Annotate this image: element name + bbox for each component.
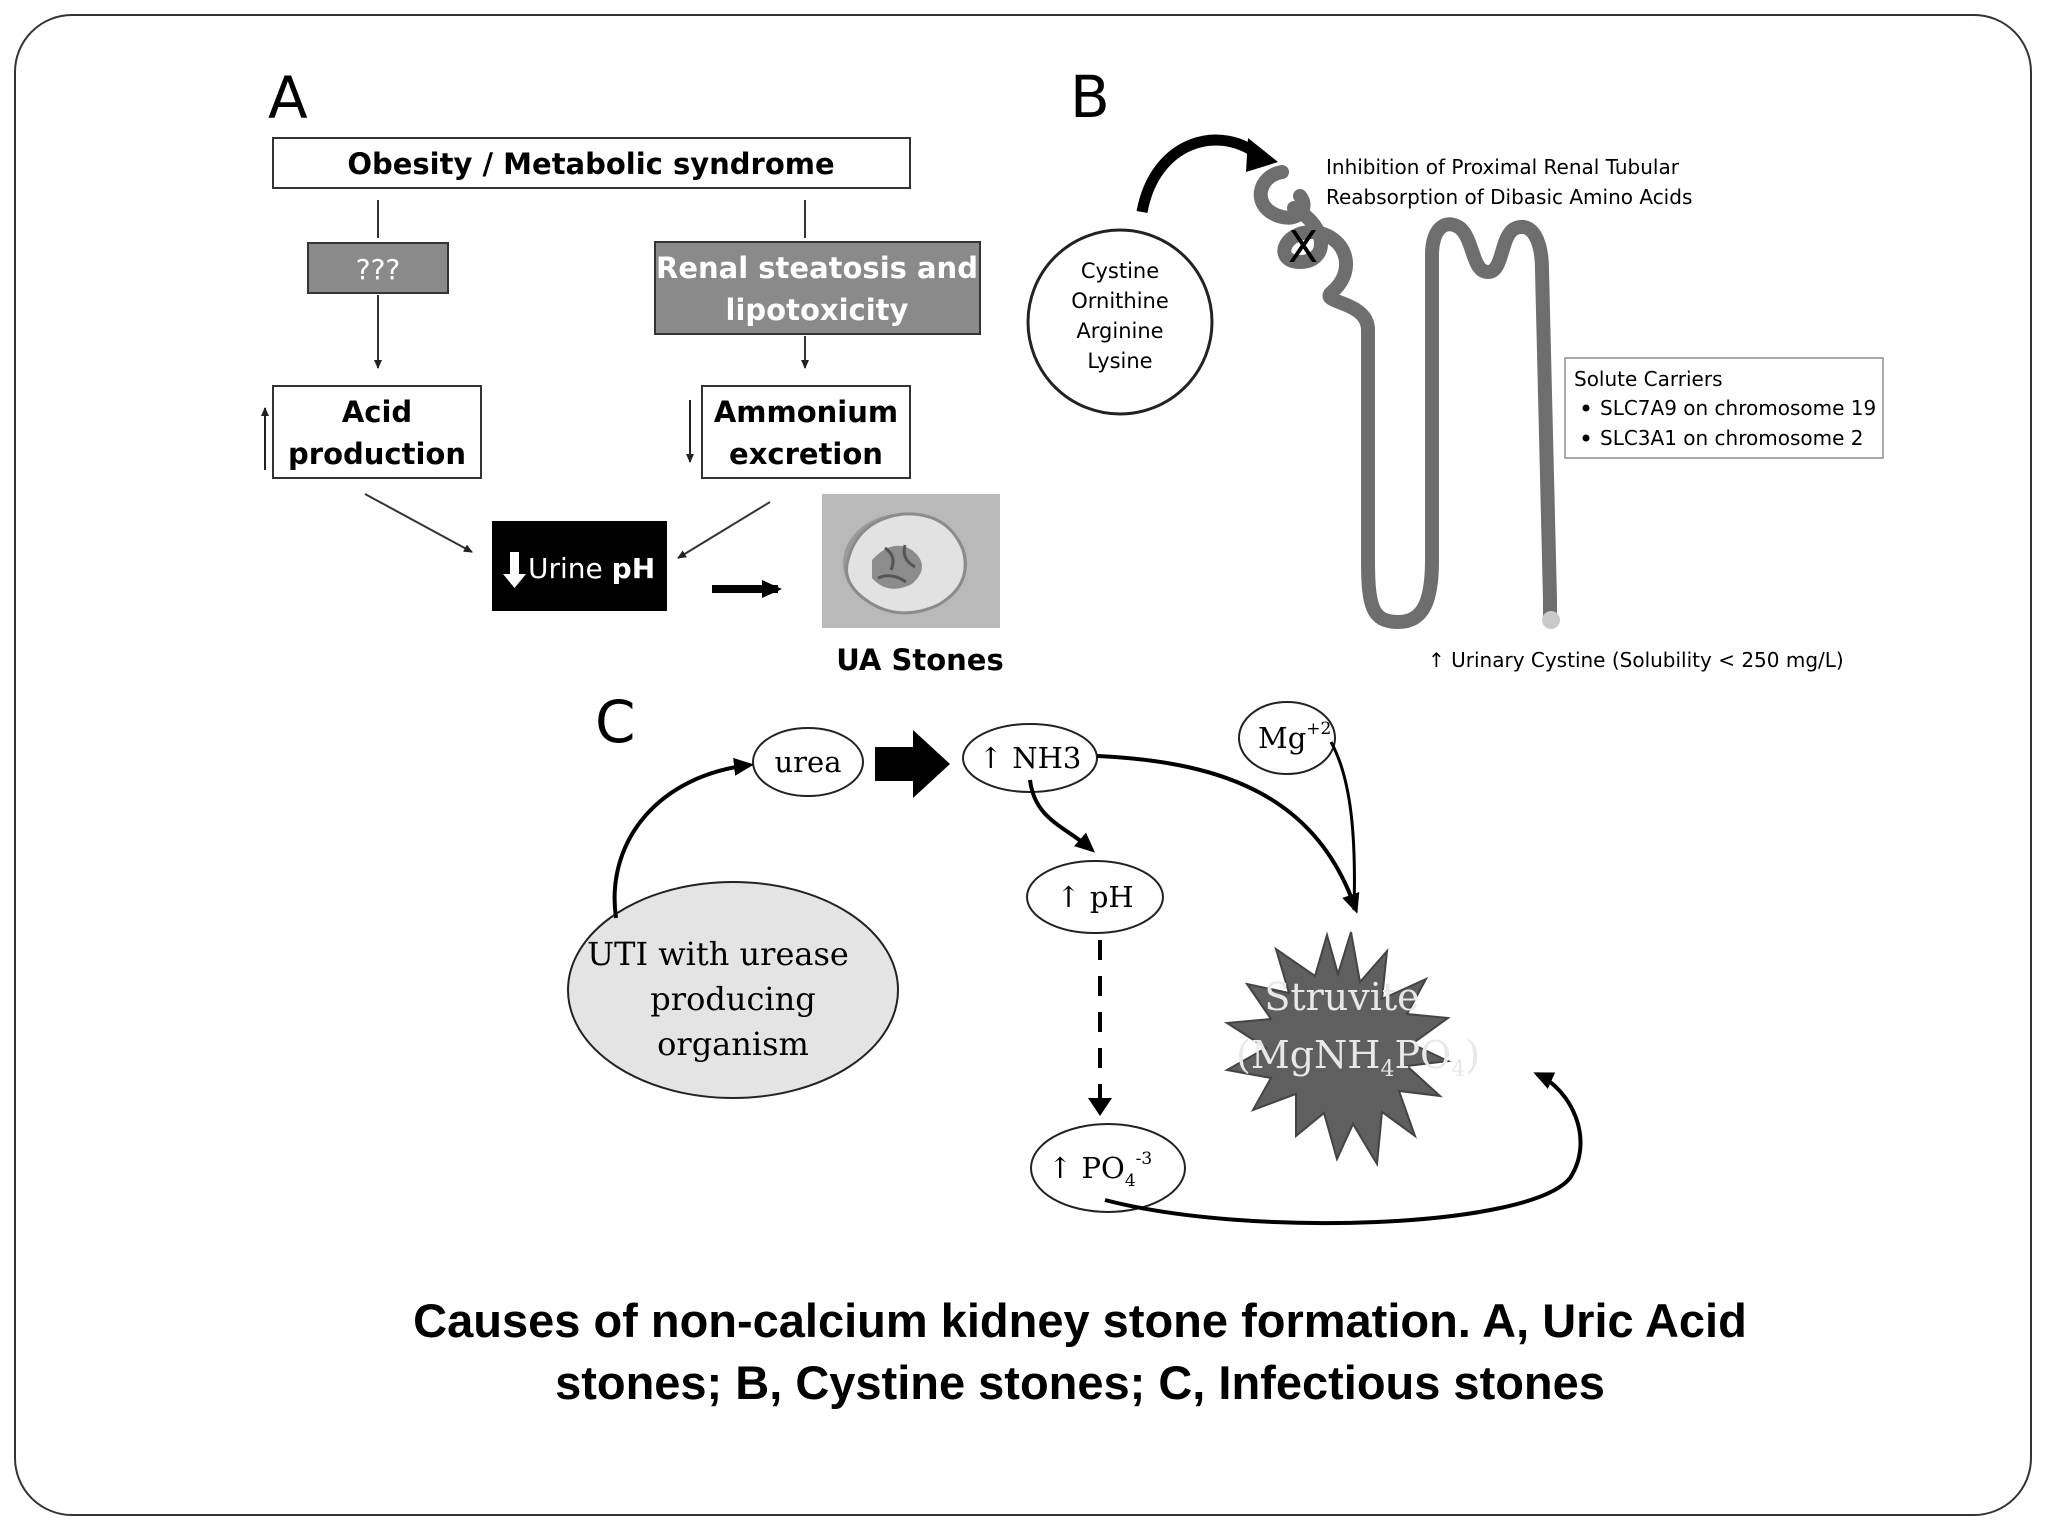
amino-acid-ornithine: Ornithine [1071, 289, 1169, 313]
po4-label: ↑ PO4-3 [1048, 1149, 1152, 1191]
panel-c-letter: C [595, 688, 636, 756]
panel-c: C urea ↑ NH3 Mg+2 ↑ pH ↑ PO4-3 UTI with … [567, 688, 1583, 1226]
down-arrow-icon [503, 552, 526, 588]
mg-node [1238, 701, 1336, 775]
po4-node [1030, 1123, 1186, 1213]
steatosis-box [654, 241, 981, 335]
amino-acid-arginine: Arginine [1076, 319, 1163, 343]
steatosis-label-line-2: lipotoxicity [726, 293, 909, 327]
mg-label: Mg+2 [1258, 719, 1331, 755]
inhibition-text-line-2: Reabsorption of Dibasic Amino Acids [1326, 185, 1692, 209]
bullet-icon [1582, 404, 1590, 412]
panel-a-letter: A [268, 64, 308, 132]
acid-label-line-1: Acid [342, 395, 412, 429]
arrow-line [677, 501, 771, 559]
caption-line-1: Causes of non-calcium kidney stone forma… [413, 1294, 1747, 1347]
ammonium-label-line-1: Ammonium [714, 395, 898, 429]
uti-label-line-1: UTI with urease [587, 935, 849, 973]
inhibition-x-mark: X [1288, 222, 1318, 273]
nh3-to-struvite-arrow [1096, 754, 1360, 914]
ph-label: ↑ pH [1056, 880, 1133, 914]
urinary-cystine-label: ↑ Urinary Cystine (Solubility < 250 mg/L… [1428, 648, 1844, 672]
uti-label-line-3: organism [657, 1025, 809, 1063]
panel-b: B Cystine Ornithine Arginine Lysine X In… [1026, 63, 1884, 672]
uti-label-line-2: producing [650, 980, 815, 1018]
panel-a: A Obesity / Metabolic syndrome ??? Renal… [261, 64, 1004, 677]
ph-node [1026, 860, 1164, 934]
bullet-icon [1582, 434, 1590, 442]
acid-production-box [272, 385, 482, 479]
bold-arrow [875, 730, 950, 798]
urine-ph-box [492, 521, 667, 611]
amino-acid-lysine: Lysine [1087, 349, 1152, 373]
uti-to-urea-arrow [612, 757, 754, 919]
obesity-box [272, 137, 911, 189]
obesity-box-label: Obesity / Metabolic syndrome [347, 147, 834, 181]
unknown-box-label: ??? [356, 253, 401, 286]
curved-arrow [1136, 134, 1266, 214]
figure-caption: Causes of non-calcium kidney stone forma… [260, 1290, 1900, 1414]
tubule-end-marker [1542, 611, 1560, 629]
acid-label-line-2: production [288, 437, 466, 471]
urine-ph-label: Urine pH [528, 552, 655, 585]
ammonium-excretion-box [701, 385, 911, 479]
urea-label: urea [775, 745, 842, 779]
mg-to-struvite-arrow [1329, 741, 1356, 911]
inhibition-text-line-1: Inhibition of Proximal Renal Tubular [1326, 155, 1680, 179]
caption-line-2: stones; B, Cystine stones; C, Infectious… [555, 1356, 1605, 1409]
ammonium-label-line-2: excretion [729, 437, 883, 471]
curved-arrow-head [1246, 138, 1278, 172]
steatosis-label-line-1: Renal steatosis and [656, 251, 978, 285]
amino-acid-cystine: Cystine [1081, 259, 1159, 283]
amino-acid-circle [1026, 228, 1214, 416]
nh3-label: ↑ NH3 [979, 741, 1082, 775]
ua-stones-label: UA Stones [836, 643, 1003, 677]
solute-carrier-item: SLC7A9 on chromosome 19 [1600, 396, 1876, 420]
nephron-tubule [1253, 165, 1557, 629]
panel-b-letter: B [1070, 63, 1110, 131]
po4-to-struvite-arrow [1104, 1072, 1583, 1226]
solute-carrier-item: SLC3A1 on chromosome 2 [1600, 426, 1864, 450]
solute-carriers-box [1564, 357, 1884, 459]
uti-organism-node [567, 881, 899, 1099]
arrow-line [364, 493, 473, 553]
solute-carriers-title: Solute Carriers [1574, 367, 1723, 391]
ua-stone-image [822, 494, 1000, 628]
nh3-to-ph-arrow [1028, 779, 1095, 853]
unknown-box [307, 242, 449, 294]
struvite-burst [1224, 931, 1452, 1168]
struvite-label: Struvite [1264, 975, 1419, 1019]
struvite-formula: (MgNH4PO4) [1236, 1033, 1480, 1082]
dashed-arrow-head [1088, 1098, 1112, 1116]
